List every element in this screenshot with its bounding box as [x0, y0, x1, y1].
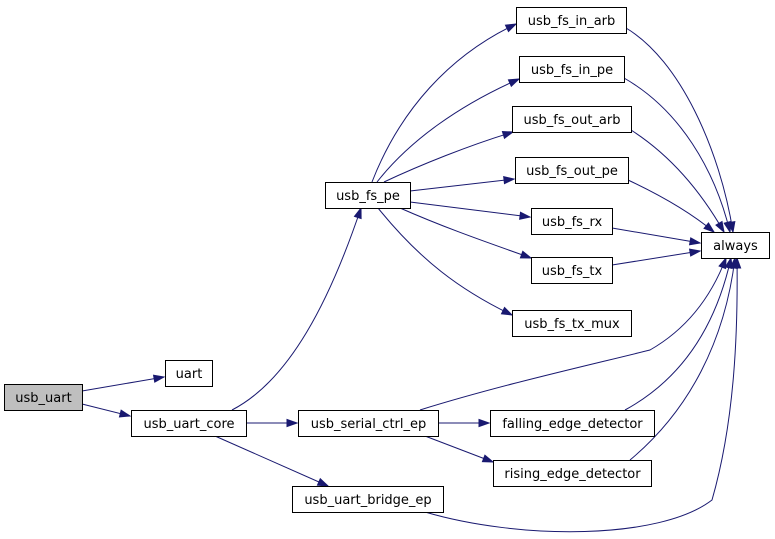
node-box [325, 182, 411, 209]
node-label: usb_fs_tx [542, 264, 603, 279]
arrowhead-falling_edge_detector-to-always [724, 256, 733, 270]
node-usb-uart[interactable]: usb_uart [4, 384, 83, 411]
node-falling-edge-detector[interactable]: falling_edge_detector [490, 410, 655, 437]
arrowhead-usb_fs_pe-to-usb_fs_out_pe [503, 176, 516, 185]
edge-usb_fs_out_arb-to-always [630, 129, 725, 233]
edge-usb_serial_ctrl_ep-to-always [419, 257, 727, 411]
node-usb-fs-out-pe[interactable]: usb_fs_out_pe [515, 157, 629, 184]
node-label: always [713, 239, 758, 254]
node-label: usb_uart [15, 391, 71, 406]
edge-usb_fs_pe-to-usb_fs_tx_mux [377, 207, 513, 316]
node-box [298, 410, 439, 437]
node-label: usb_fs_rx [542, 215, 603, 230]
arrowhead-usb_fs_tx-to-always [688, 248, 702, 257]
node-box [131, 410, 247, 437]
arrowhead-usb_fs_out_arb-to-always [715, 220, 725, 234]
node-box [292, 486, 444, 513]
node-rising-edge-detector[interactable]: rising_edge_detector [493, 460, 652, 487]
node-label: falling_edge_detector [502, 417, 643, 432]
node-label: usb_fs_pe [336, 189, 400, 204]
edge-usb_fs_pe-to-usb_fs_rx [409, 201, 531, 218]
node-label: usb_fs_in_arb [528, 14, 616, 29]
arrowhead-usb_fs_rx-to-always [688, 237, 702, 246]
edge-usb_fs_pe-to-usb_fs_out_pe [409, 178, 515, 192]
node-box [490, 410, 655, 437]
arrowhead-usb_fs_in_pe-to-always [723, 220, 732, 234]
arrowhead-usb_uart_bridge_ep-to-always [732, 256, 742, 269]
node-box [512, 310, 632, 337]
arrowhead-usb_uart-to-uart [152, 374, 166, 383]
node-label: usb_fs_out_arb [524, 113, 621, 128]
edge-usb_fs_out_pe-to-always [627, 179, 715, 233]
arrowhead-usb_fs_pe-to-usb_fs_rx [519, 211, 532, 220]
node-box [531, 208, 613, 235]
node-box [165, 360, 213, 387]
node-box [512, 106, 632, 133]
node-usb-serial-ctrl-ep[interactable]: usb_serial_ctrl_ep [298, 410, 439, 437]
node-usb-fs-in-pe[interactable]: usb_fs_in_pe [519, 56, 625, 83]
edges-layer [81, 23, 742, 533]
node-usb-fs-tx[interactable]: usb_fs_tx [531, 257, 613, 284]
node-label: usb_uart_core [143, 417, 234, 432]
edge-usb_fs_rx-to-always [611, 227, 701, 244]
edge-usb_fs_pe-to-usb_fs_in_arb [371, 23, 517, 183]
nodes-layer: usb_uart uart usb_uart_core usb_fs_pe usb_se… [4, 7, 770, 513]
arrowhead-usb_fs_out_pe-to-always [703, 222, 716, 233]
node-usb-fs-pe[interactable]: usb_fs_pe [325, 182, 411, 209]
node-usb-fs-rx[interactable]: usb_fs_rx [531, 208, 613, 235]
arrowhead-usb_fs_pe-to-usb_fs_tx [519, 250, 533, 259]
arrowhead-usb_serial_ctrl_ep-to-rising_edge_detector [481, 454, 495, 463]
node-box [519, 56, 625, 83]
edge-usb_fs_tx-to-always [611, 250, 701, 266]
node-uart[interactable]: uart [165, 360, 213, 387]
edge-usb_fs_pe-to-usb_fs_in_pe [376, 78, 520, 183]
node-usb-fs-in-arb[interactable]: usb_fs_in_arb [516, 7, 627, 34]
arrowhead-usb_fs_pe-to-usb_fs_in_arb [504, 23, 518, 33]
arrowhead-usb_uart_core-to-usb_uart_bridge_ep [316, 477, 330, 487]
node-label: usb_uart_bridge_ep [304, 493, 431, 508]
arrowhead-usb_fs_pe-to-usb_fs_out_arb [501, 131, 515, 140]
node-label: usb_fs_in_pe [531, 63, 613, 78]
arrowhead-usb_serial_ctrl_ep-to-falling_edge_detector [478, 418, 491, 428]
edge-usb_serial_ctrl_ep-to-rising_edge_detector [424, 435, 494, 463]
node-label: usb_fs_tx_mux [524, 317, 620, 332]
edge-falling_edge_detector-to-always [624, 257, 732, 411]
arrowhead-usb_fs_pe-to-usb_fs_in_pe [507, 78, 521, 88]
node-usb-uart-bridge-ep[interactable]: usb_uart_bridge_ep [292, 486, 444, 513]
node-box [515, 157, 629, 184]
arrowhead-usb_uart_core-to-usb_fs_pe [353, 206, 362, 220]
node-box [701, 232, 770, 259]
edge-usb_uart-to-uart [81, 376, 165, 392]
node-usb-fs-tx-mux[interactable]: usb_fs_tx_mux [512, 310, 632, 337]
arrowhead-usb_uart-to-usb_uart_core [118, 409, 132, 418]
edge-usb_fs_in_pe-to-always [623, 77, 731, 233]
node-box [4, 384, 83, 411]
edge-rising_edge_detector-to-always [629, 257, 736, 461]
node-label: usb_fs_out_pe [526, 164, 618, 179]
edge-usb_fs_pe-to-usb_fs_out_arb [383, 131, 514, 183]
node-usb-fs-out-arb[interactable]: usb_fs_out_arb [512, 106, 632, 133]
node-label: uart [176, 367, 203, 382]
arrowhead-usb_serial_ctrl_ep-to-always [718, 256, 727, 270]
node-box [516, 7, 627, 34]
node-box [493, 460, 652, 487]
node-always[interactable]: always [701, 232, 770, 259]
node-label: usb_serial_ctrl_ep [311, 417, 427, 432]
arrowhead-usb_fs_pe-to-usb_fs_tx_mux [500, 306, 514, 316]
edge-usb_fs_in_arb-to-always [625, 27, 734, 233]
arrowhead-usb_uart_core-to-usb_serial_ctrl_ep [286, 418, 299, 428]
edge-usb_uart_core-to-usb_uart_bridge_ep [214, 435, 329, 487]
node-usb-uart-core[interactable]: usb_uart_core [131, 410, 247, 437]
node-box [531, 257, 613, 284]
edge-usb_uart_bridge_ep-to-always [424, 257, 738, 533]
edge-usb_uart_core-to-usb_fs_pe [231, 207, 362, 411]
edge-usb_fs_pe-to-usb_fs_tx [399, 207, 532, 259]
node-label: rising_edge_detector [504, 467, 641, 482]
